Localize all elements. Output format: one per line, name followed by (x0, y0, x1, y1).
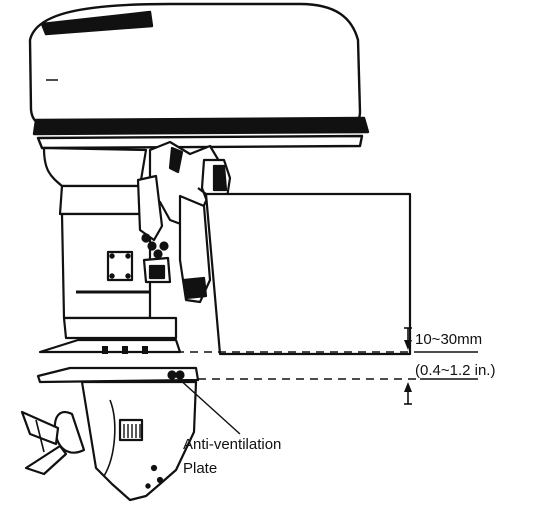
dimension-arrow-top (404, 327, 412, 350)
dimension-marker (176, 327, 478, 405)
gear-case (20, 380, 198, 502)
dimension-arrow-bottom (404, 382, 412, 405)
dimension-metric-label: 10~30mm (415, 331, 483, 348)
dimension-imperial-label: (0.4~1.2 in.) (415, 362, 496, 379)
engine-cowling (28, 2, 370, 150)
callout-label-line1: Anti-ventilation (183, 436, 282, 453)
boat-transom (197, 187, 412, 356)
anti-ventilation-plate (36, 338, 200, 384)
callout-label-line2: Plate (183, 460, 218, 477)
exhaust-housing (42, 146, 178, 340)
callout-leader-line (177, 377, 241, 435)
